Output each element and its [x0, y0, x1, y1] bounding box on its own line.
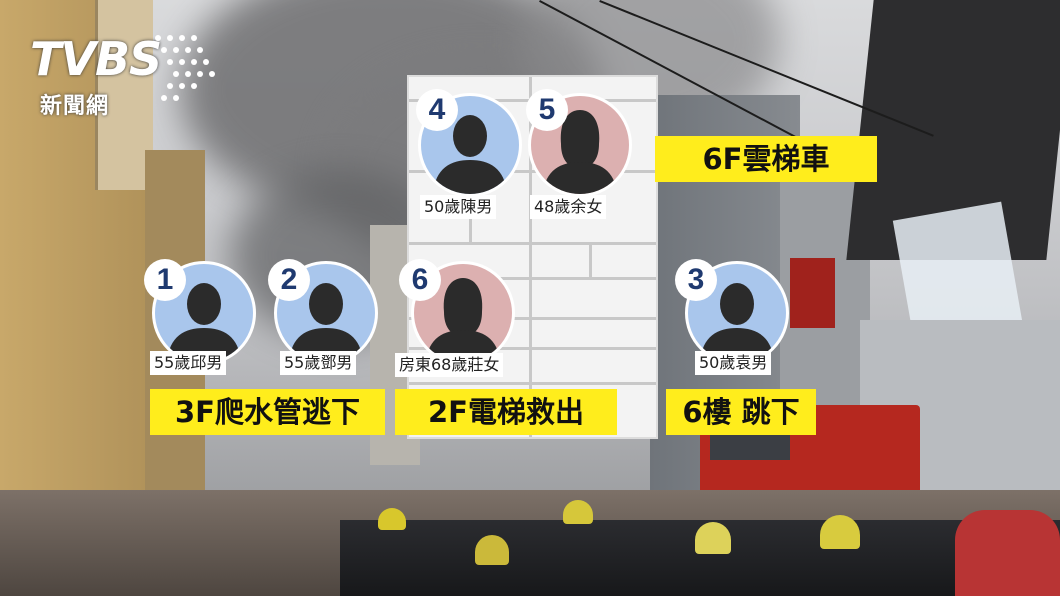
firefighter-helmet: [378, 508, 406, 530]
person-label: 房東68歲莊女: [395, 353, 504, 377]
ladder-basket: [790, 258, 835, 328]
tvbs-logo: TVBS 新聞網: [30, 30, 215, 120]
floor-line: [409, 170, 656, 173]
person-label: 50歲袁男: [695, 351, 772, 375]
person-label: 50歲陳男: [420, 195, 497, 219]
floor-line: [409, 382, 656, 385]
floor-line: [409, 242, 656, 245]
floor-line: [409, 277, 656, 280]
floor-line: [409, 317, 656, 320]
caption-elevator-rescue: 2F電梯救出: [395, 389, 617, 435]
person-number-badge: 6: [399, 259, 441, 301]
caption-jumped: 6樓 跳下: [666, 389, 816, 435]
person-number-badge: 4: [416, 89, 458, 131]
person-number-badge: 1: [144, 259, 186, 301]
person-number-badge: 2: [268, 259, 310, 301]
person-label: 55歲鄧男: [280, 351, 357, 375]
logo-subtitle: 新聞網: [40, 94, 110, 119]
caption-ladder-truck: 6F雲梯車: [655, 136, 877, 182]
wall-line: [589, 242, 592, 277]
caption-water-pipe: 3F爬水管逃下: [150, 389, 385, 435]
wall-line: [529, 77, 532, 437]
floor-line: [409, 347, 656, 350]
person-silhouette-icon: [433, 115, 507, 194]
logo-dots-icon: [155, 35, 215, 101]
left-building-balcony: [95, 0, 153, 190]
logo-brand: TVBS: [30, 32, 162, 86]
firefighter-helmet: [820, 515, 860, 549]
person-number-badge: 5: [526, 89, 568, 131]
person-label: 48歲余女: [530, 195, 607, 219]
firefighter-helmet: [563, 500, 593, 524]
firefighter-helmet: [475, 535, 509, 565]
person-number-badge: 3: [675, 259, 717, 301]
person-female-silhouette-icon: [543, 110, 617, 194]
person-label: 55歲邱男: [150, 351, 227, 375]
bystander-red: [955, 510, 1060, 596]
firefighter-helmet: [695, 522, 731, 554]
